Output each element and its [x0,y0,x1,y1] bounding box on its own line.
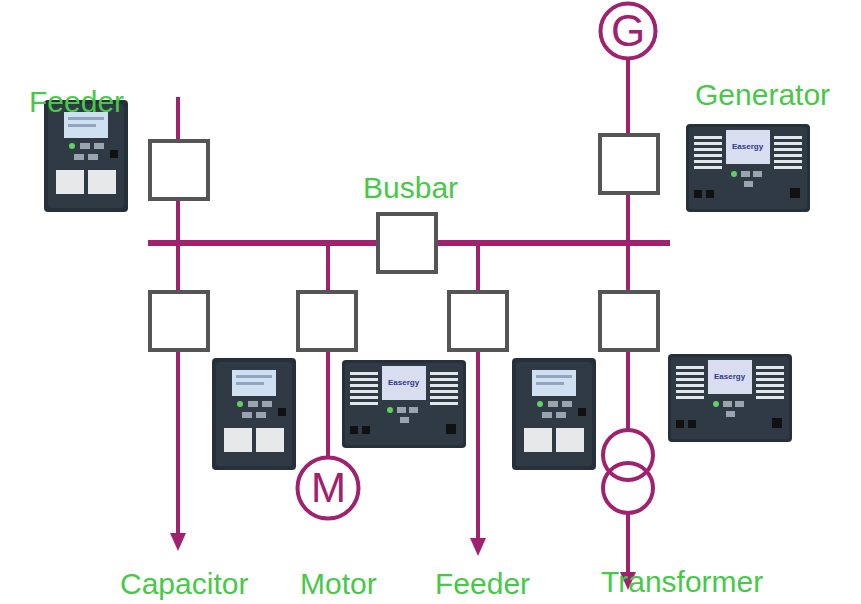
symbol-letter: G [611,9,645,53]
section-label: Feeder [435,567,530,600]
protection-relays [44,100,810,470]
circuit-breakers [150,135,658,350]
power-lines [148,60,670,575]
section-label: Generator [695,78,830,111]
section-label: Transformer [601,565,763,598]
section-label: Capacitor [120,567,248,600]
section-label: Busbar [363,171,458,204]
generator-symbol: G [598,1,658,61]
device-brand: Easergy [388,379,419,388]
device-brand: Easergy [732,143,763,152]
device-brand: Easergy [714,373,745,382]
motor-symbol: M [295,455,361,521]
section-label: Feeder [29,85,124,118]
section-label: Motor [300,567,377,600]
symbol-letter: M [311,467,346,509]
